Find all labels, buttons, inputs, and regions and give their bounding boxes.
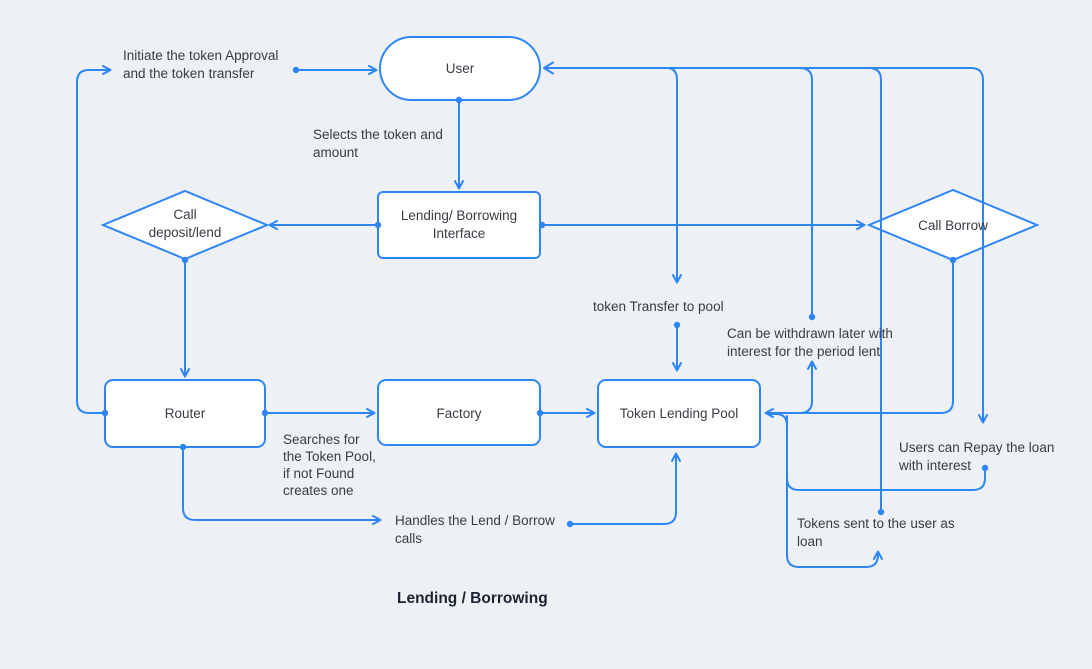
searches-label-line2: the Token Pool, <box>283 449 376 464</box>
call-deposit-lend-label-line2: deposit/lend <box>149 225 222 240</box>
handles-calls-label-line2: calls <box>395 531 422 546</box>
router-label: Router <box>165 406 206 421</box>
edges <box>76 61 988 568</box>
node-labels: User Lending/ Borrowing Interface Call d… <box>149 61 989 421</box>
withdrawn-later-label-line1: Can be withdrawn later with <box>727 326 893 341</box>
connection-dot <box>808 313 816 321</box>
tokens-sent-label-line2: loan <box>797 534 823 549</box>
edge-repay-return <box>769 413 986 491</box>
users-repay-label-line1: Users can Repay the loan <box>899 440 1054 455</box>
user-label: User <box>446 61 475 76</box>
interface-label-line1: Lending/ Borrowing <box>401 208 517 223</box>
factory-label: Factory <box>436 406 481 421</box>
connection-dot <box>981 464 989 472</box>
edge-tokens-down <box>786 415 883 568</box>
diagram-title: Lending / Borrowing <box>397 590 548 607</box>
token-lending-pool-label: Token Lending Pool <box>620 406 739 421</box>
initiate-approval-label-line1: Initiate the token Approval <box>123 48 278 63</box>
connection-dot <box>538 221 546 229</box>
edge-top-trunk-user-repay <box>544 67 988 424</box>
node-call-borrow[interactable] <box>866 188 1040 262</box>
node-token-lending-pool[interactable] <box>597 379 761 448</box>
call-deposit-lend-label-line1: Call <box>173 207 196 222</box>
interface-label-line2: Interface <box>433 226 486 241</box>
edge-borrow-to-pool <box>764 259 954 418</box>
call-borrow-label: Call Borrow <box>918 218 988 233</box>
node-call-deposit-lend[interactable] <box>100 189 270 261</box>
tokens-sent-label-line1: Tokens sent to the user as <box>797 516 955 531</box>
connection-dot <box>455 96 463 104</box>
edge-handles-label-to-pool <box>569 452 681 525</box>
connection-dot <box>179 443 187 451</box>
connection-dot <box>949 256 957 264</box>
initiate-approval-label-line2: and the token transfer <box>123 66 255 81</box>
connection-dot <box>261 409 269 417</box>
edge-router-to-handles-label <box>182 446 382 525</box>
lending-borrowing-interface-shape[interactable] <box>377 191 541 259</box>
edge-withdrawn-upper <box>799 67 813 317</box>
connection-dot <box>101 409 109 417</box>
selects-token-label-line1: Selects the token and <box>313 127 443 142</box>
node-lending-borrowing-interface[interactable] <box>377 191 541 259</box>
connection-dot <box>181 256 189 264</box>
edge-withdrawn-lower <box>787 360 817 414</box>
users-repay-label-line2: with interest <box>898 458 971 473</box>
connection-dot <box>877 508 885 516</box>
searches-label-line3: if not Found <box>283 466 354 481</box>
connection-dot <box>566 520 574 528</box>
edge-annotations: Initiate the token Approval and the toke… <box>123 48 1054 549</box>
token-transfer-label: token Transfer to pool <box>593 299 724 314</box>
connection-dot <box>673 321 681 329</box>
call-borrow-shape[interactable] <box>866 188 1040 262</box>
edge-token-transfer-upper <box>666 67 682 284</box>
token-lending-pool-shape[interactable] <box>597 379 761 448</box>
selects-token-label-line2: amount <box>313 145 358 160</box>
searches-label-line4: creates one <box>283 483 354 498</box>
edge-tokens-up-to-user <box>868 67 882 512</box>
edge-router-to-initiate-label <box>76 65 112 414</box>
handles-calls-label-line1: Handles the Lend / Borrow <box>395 513 555 528</box>
connection-dot <box>536 409 544 417</box>
connection-dots <box>101 66 989 528</box>
withdrawn-later-label-line2: interest for the period lent <box>727 344 880 359</box>
connection-dot <box>374 221 382 229</box>
connection-dot <box>292 66 300 74</box>
searches-label-line1: Searches for <box>283 432 360 447</box>
call-deposit-lend-shape[interactable] <box>100 189 270 261</box>
edge-arrowhead-into-user <box>543 61 554 75</box>
